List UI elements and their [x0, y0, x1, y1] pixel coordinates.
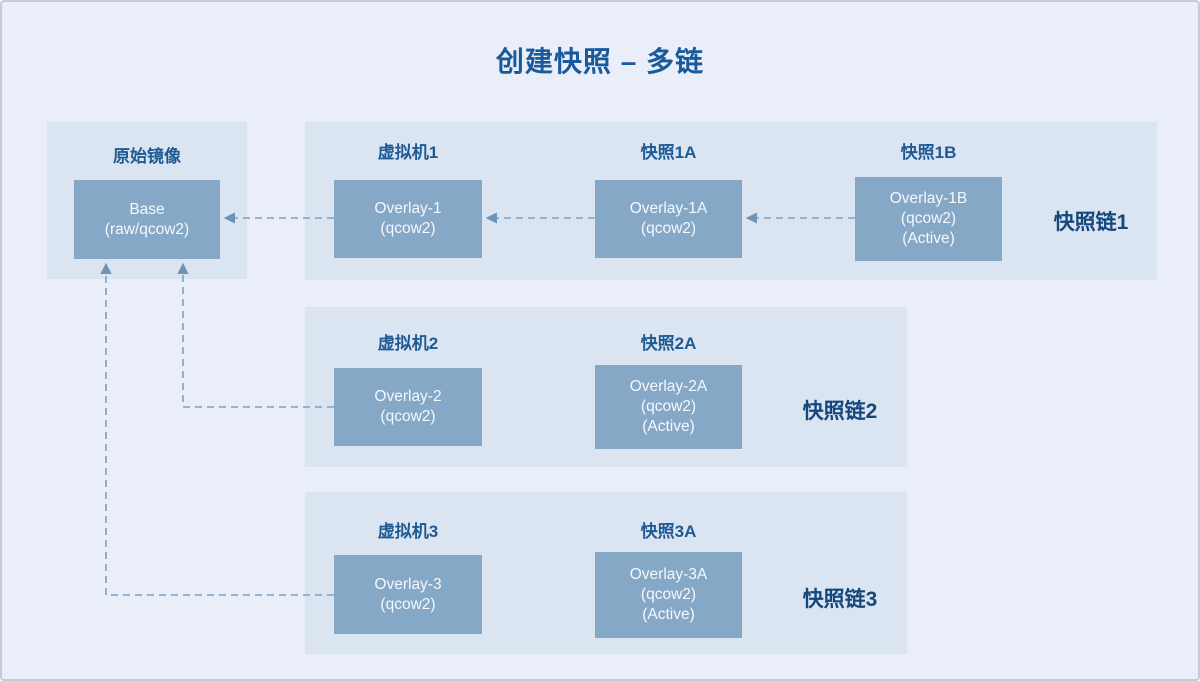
chain2-vm-label: 虚拟机2: [377, 334, 439, 353]
snapshot-chain-2-panel: 虚拟机2 快照2A Overlay-2 (qcow2) Overlay-2A (…: [305, 307, 907, 467]
overlay-1b-node: Overlay-1B (qcow2) (Active): [855, 177, 1002, 261]
overlay-3a-line3: (Active): [642, 606, 695, 623]
overlay-1-line2: (qcow2): [380, 220, 436, 237]
base-image-node: Base (raw/qcow2): [74, 180, 220, 259]
overlay-1b-line2: (qcow2): [900, 210, 957, 227]
overlay-3-line1: Overlay-3: [374, 575, 442, 593]
arrow-overlay3-to-base: [100, 262, 334, 596]
overlay-3a-node: Overlay-3A (qcow2) (Active): [595, 552, 742, 638]
chain2-name-label: 快照链2: [802, 400, 878, 423]
chain3-vm-label: 虚拟机3: [377, 522, 439, 541]
overlay-2a-node: Overlay-2A (qcow2) (Active): [595, 365, 742, 449]
overlay-3-node: Overlay-3 (qcow2): [334, 555, 482, 634]
overlay-2-line2: (qcow2): [380, 408, 436, 425]
chain1-snap1b-label: 快照1B: [900, 143, 957, 162]
base-node-line1: Base: [129, 200, 165, 218]
snapshot-chain-3-panel: 虚拟机3 快照3A Overlay-3 (qcow2) Overlay-3A (…: [305, 492, 907, 654]
overlay-1b-line3: (Active): [902, 230, 955, 247]
overlay-1-node: Overlay-1 (qcow2): [334, 180, 482, 258]
chain3-snap3a-label: 快照3A: [640, 522, 697, 541]
overlay-1a-line2: (qcow2): [640, 220, 697, 237]
overlay-1a-node: Overlay-1A (qcow2): [595, 180, 742, 258]
diagram-title: 创建快照 – 多链: [495, 46, 705, 77]
chain1-name-label: 快照链1: [1053, 211, 1129, 234]
chain3-name-label: 快照链3: [802, 588, 878, 611]
overlay-2a-line1: Overlay-2A: [629, 378, 708, 395]
overlay-2a-line2: (qcow2): [640, 398, 697, 415]
base-node-line2: (raw/qcow2): [104, 220, 190, 238]
snapshot-chain-1-panel: 虚拟机1 快照1A 快照1B Overlay-1 (qcow2) Overlay…: [305, 122, 1157, 280]
overlay-2a-line3: (Active): [642, 418, 695, 435]
overlay-1-line1: Overlay-1: [374, 200, 442, 217]
overlay-2-node: Overlay-2 (qcow2): [334, 368, 482, 446]
overlay-3-line2: (qcow2): [380, 595, 436, 613]
overlay-3a-line2: (qcow2): [640, 586, 697, 603]
overlay-2-line1: Overlay-2: [374, 388, 442, 405]
overlay-3a-line1: Overlay-3A: [629, 566, 708, 583]
base-group-label: 原始镜像: [113, 147, 181, 166]
base-image-group: 原始镜像 Base (raw/qcow2): [47, 122, 247, 279]
overlay-1b-line1: Overlay-1B: [889, 190, 968, 207]
overlay-1a-line1: Overlay-1A: [629, 200, 708, 217]
chain1-snap1a-label: 快照1A: [640, 143, 697, 162]
chain2-snap2a-label: 快照2A: [640, 334, 697, 353]
chain1-vm-label: 虚拟机1: [377, 143, 439, 162]
